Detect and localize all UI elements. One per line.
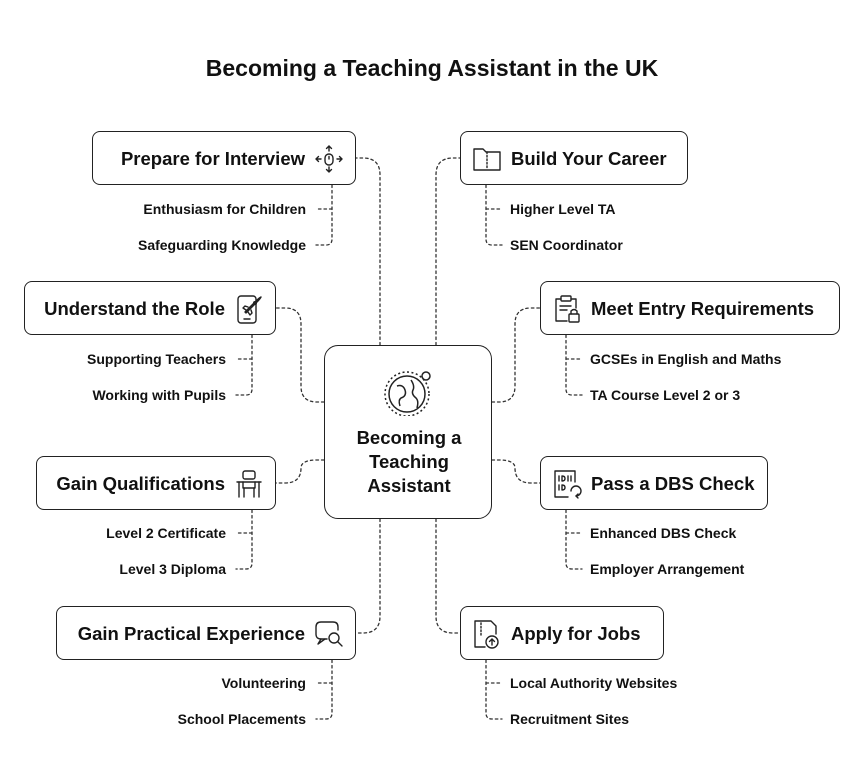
branch-label: Build Your Career <box>511 148 667 169</box>
move-arrows-icon <box>315 145 343 173</box>
requirements-item: GCSEs in English and Maths <box>590 351 782 367</box>
branch-gain-qualifications: Gain Qualifications <box>36 456 276 510</box>
center-label: Becoming a Teaching Assistant <box>325 426 493 498</box>
branch-prepare-for-interview: Prepare for Interview <box>92 131 356 185</box>
branch-gain-practical-experience: Gain Practical Experience <box>56 606 356 660</box>
connector-jobs <box>435 518 461 634</box>
interview-item: Safeguarding Knowledge <box>137 237 306 253</box>
role-item: Working with Pupils <box>92 387 226 403</box>
branch-label: Pass a DBS Check <box>591 473 755 494</box>
requirements-item: TA Course Level 2 or 3 <box>590 387 741 403</box>
dbs-item: Employer Arrangement <box>590 561 745 577</box>
branch-understand-the-role: Understand the Role <box>24 281 276 335</box>
branch-pass-a-dbs-check: Pass a DBS Check <box>540 456 768 510</box>
folder-icon <box>473 148 501 171</box>
dbs-item: Enhanced DBS Check <box>590 525 737 541</box>
connector-role <box>275 307 325 403</box>
chat-search-icon <box>315 621 343 647</box>
clipboard-lock-icon <box>555 295 580 323</box>
branch-apply-for-jobs: Apply for Jobs <box>460 606 664 660</box>
connector-requirements <box>491 307 541 403</box>
center-label-line: Becoming a <box>356 427 462 448</box>
career-item: Higher Level TA <box>510 201 616 217</box>
connector-experience <box>355 518 381 634</box>
rocket-phone-icon <box>237 295 262 324</box>
connector-qualifications <box>275 459 325 484</box>
interview-item: Enthusiasm for Children <box>143 201 306 217</box>
jobs-item: Recruitment Sites <box>510 711 630 727</box>
branch-label: Prepare for Interview <box>120 148 305 169</box>
qualifications-item: Level 2 Certificate <box>106 525 226 541</box>
center-node: Becoming a Teaching Assistant <box>324 345 492 519</box>
center-label-line: Teaching <box>369 451 449 472</box>
career-item: SEN Coordinator <box>510 237 623 253</box>
globe-icon <box>384 371 431 416</box>
experience-item: School Placements <box>177 711 306 727</box>
branch-build-your-career: Build Your Career <box>460 131 688 185</box>
file-upload-icon <box>474 620 499 649</box>
branch-label: Gain Qualifications <box>56 473 225 494</box>
branch-label: Gain Practical Experience <box>77 623 305 644</box>
jobs-item: Local Authority Websites <box>510 675 678 691</box>
connector-career <box>435 157 461 346</box>
branch-label: Understand the Role <box>44 298 225 319</box>
desk-chair-icon <box>236 470 262 498</box>
connector-dbs <box>491 459 541 484</box>
role-item: Supporting Teachers <box>87 351 226 367</box>
qualifications-item: Level 3 Diploma <box>119 561 226 577</box>
binary-refresh-icon <box>554 470 582 499</box>
center-label-line: Assistant <box>367 475 451 496</box>
branch-meet-entry-requirements: Meet Entry Requirements <box>540 281 840 335</box>
branch-label: Apply for Jobs <box>511 623 641 644</box>
branch-label: Meet Entry Requirements <box>591 298 815 319</box>
connector-interview <box>355 157 381 346</box>
diagram-title: Becoming a Teaching Assistant in the UK <box>205 55 659 81</box>
experience-item: Volunteering <box>221 675 306 691</box>
